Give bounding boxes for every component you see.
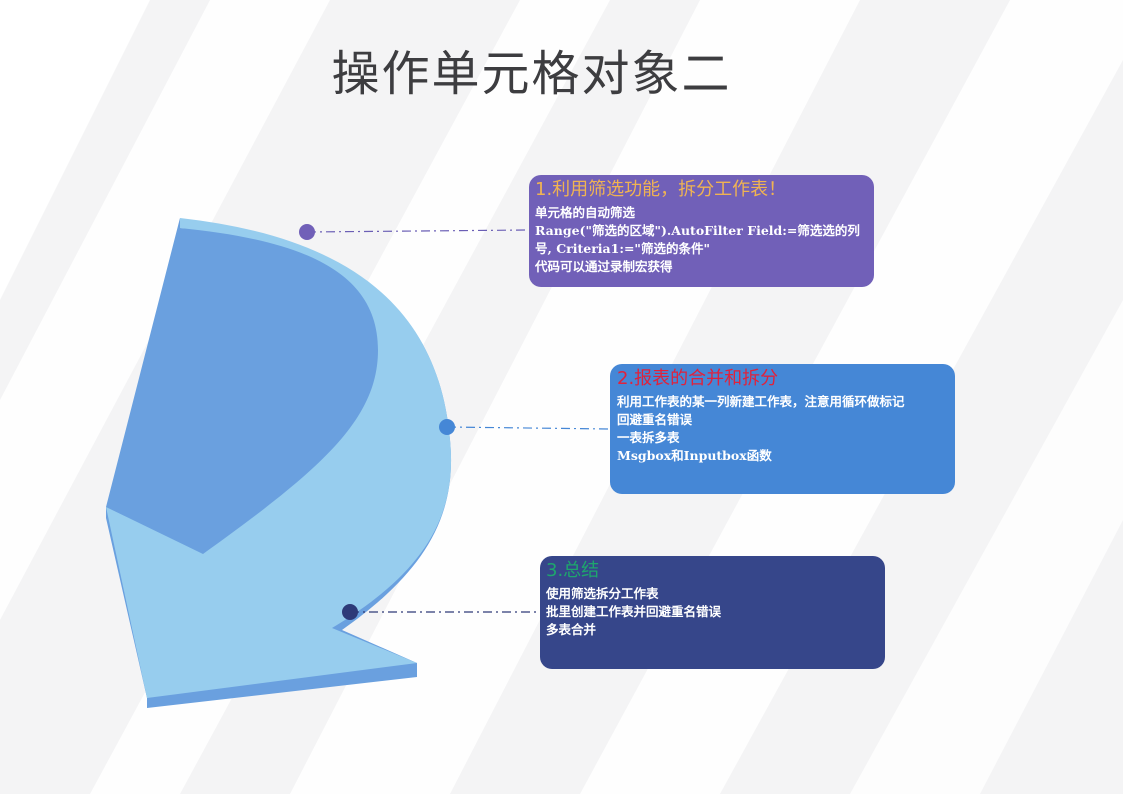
- step-card-3: 3.总结 使用筛选拆分工作表 批里创建工作表并回避重名错误 多表合并: [540, 556, 885, 669]
- marker-dot-2: [439, 419, 455, 435]
- marker-dot-1: [299, 224, 315, 240]
- connector-2: [446, 426, 611, 430]
- step-card-line: 使用筛选拆分工作表: [546, 586, 659, 601]
- step-card-title: 1.利用筛选功能，拆分工作表！: [535, 179, 787, 200]
- step-card-line: 号, Criteria1:="筛选的条件": [535, 241, 710, 256]
- step-card-line: Range("筛选的区域").AutoFilter Field:=筛选选的列: [535, 223, 860, 238]
- marker-dot-3: [342, 604, 358, 620]
- step-card-line: 批里创建工作表并回避重名错误: [546, 604, 722, 619]
- step-card-line: 回避重名错误: [617, 412, 693, 427]
- step-card-title: 3.总结: [546, 560, 600, 581]
- page-title: 操作单元格对象二: [331, 46, 732, 102]
- step-card-title: 2.报表的合并和拆分: [617, 368, 779, 389]
- connector-1: [306, 229, 530, 233]
- step-card-line: 利用工作表的某一列新建工作表，注意用循环做标记: [617, 394, 905, 409]
- step-card-line: 代码可以通过录制宏获得: [535, 259, 673, 274]
- arrow-face: [106, 218, 452, 698]
- step-card-line: Msgbox和Inputbox函数: [617, 448, 772, 463]
- step-card-1: 1.利用筛选功能，拆分工作表！ 单元格的自动筛选 Range("筛选的区域").…: [529, 175, 874, 287]
- step-card-line: 单元格的自动筛选: [535, 205, 636, 220]
- step-card-2: 2.报表的合并和拆分 利用工作表的某一列新建工作表，注意用循环做标记 回避重名错…: [610, 364, 955, 494]
- step-card-line: 一表拆多表: [617, 430, 680, 445]
- step-card-line: 多表合并: [546, 622, 597, 637]
